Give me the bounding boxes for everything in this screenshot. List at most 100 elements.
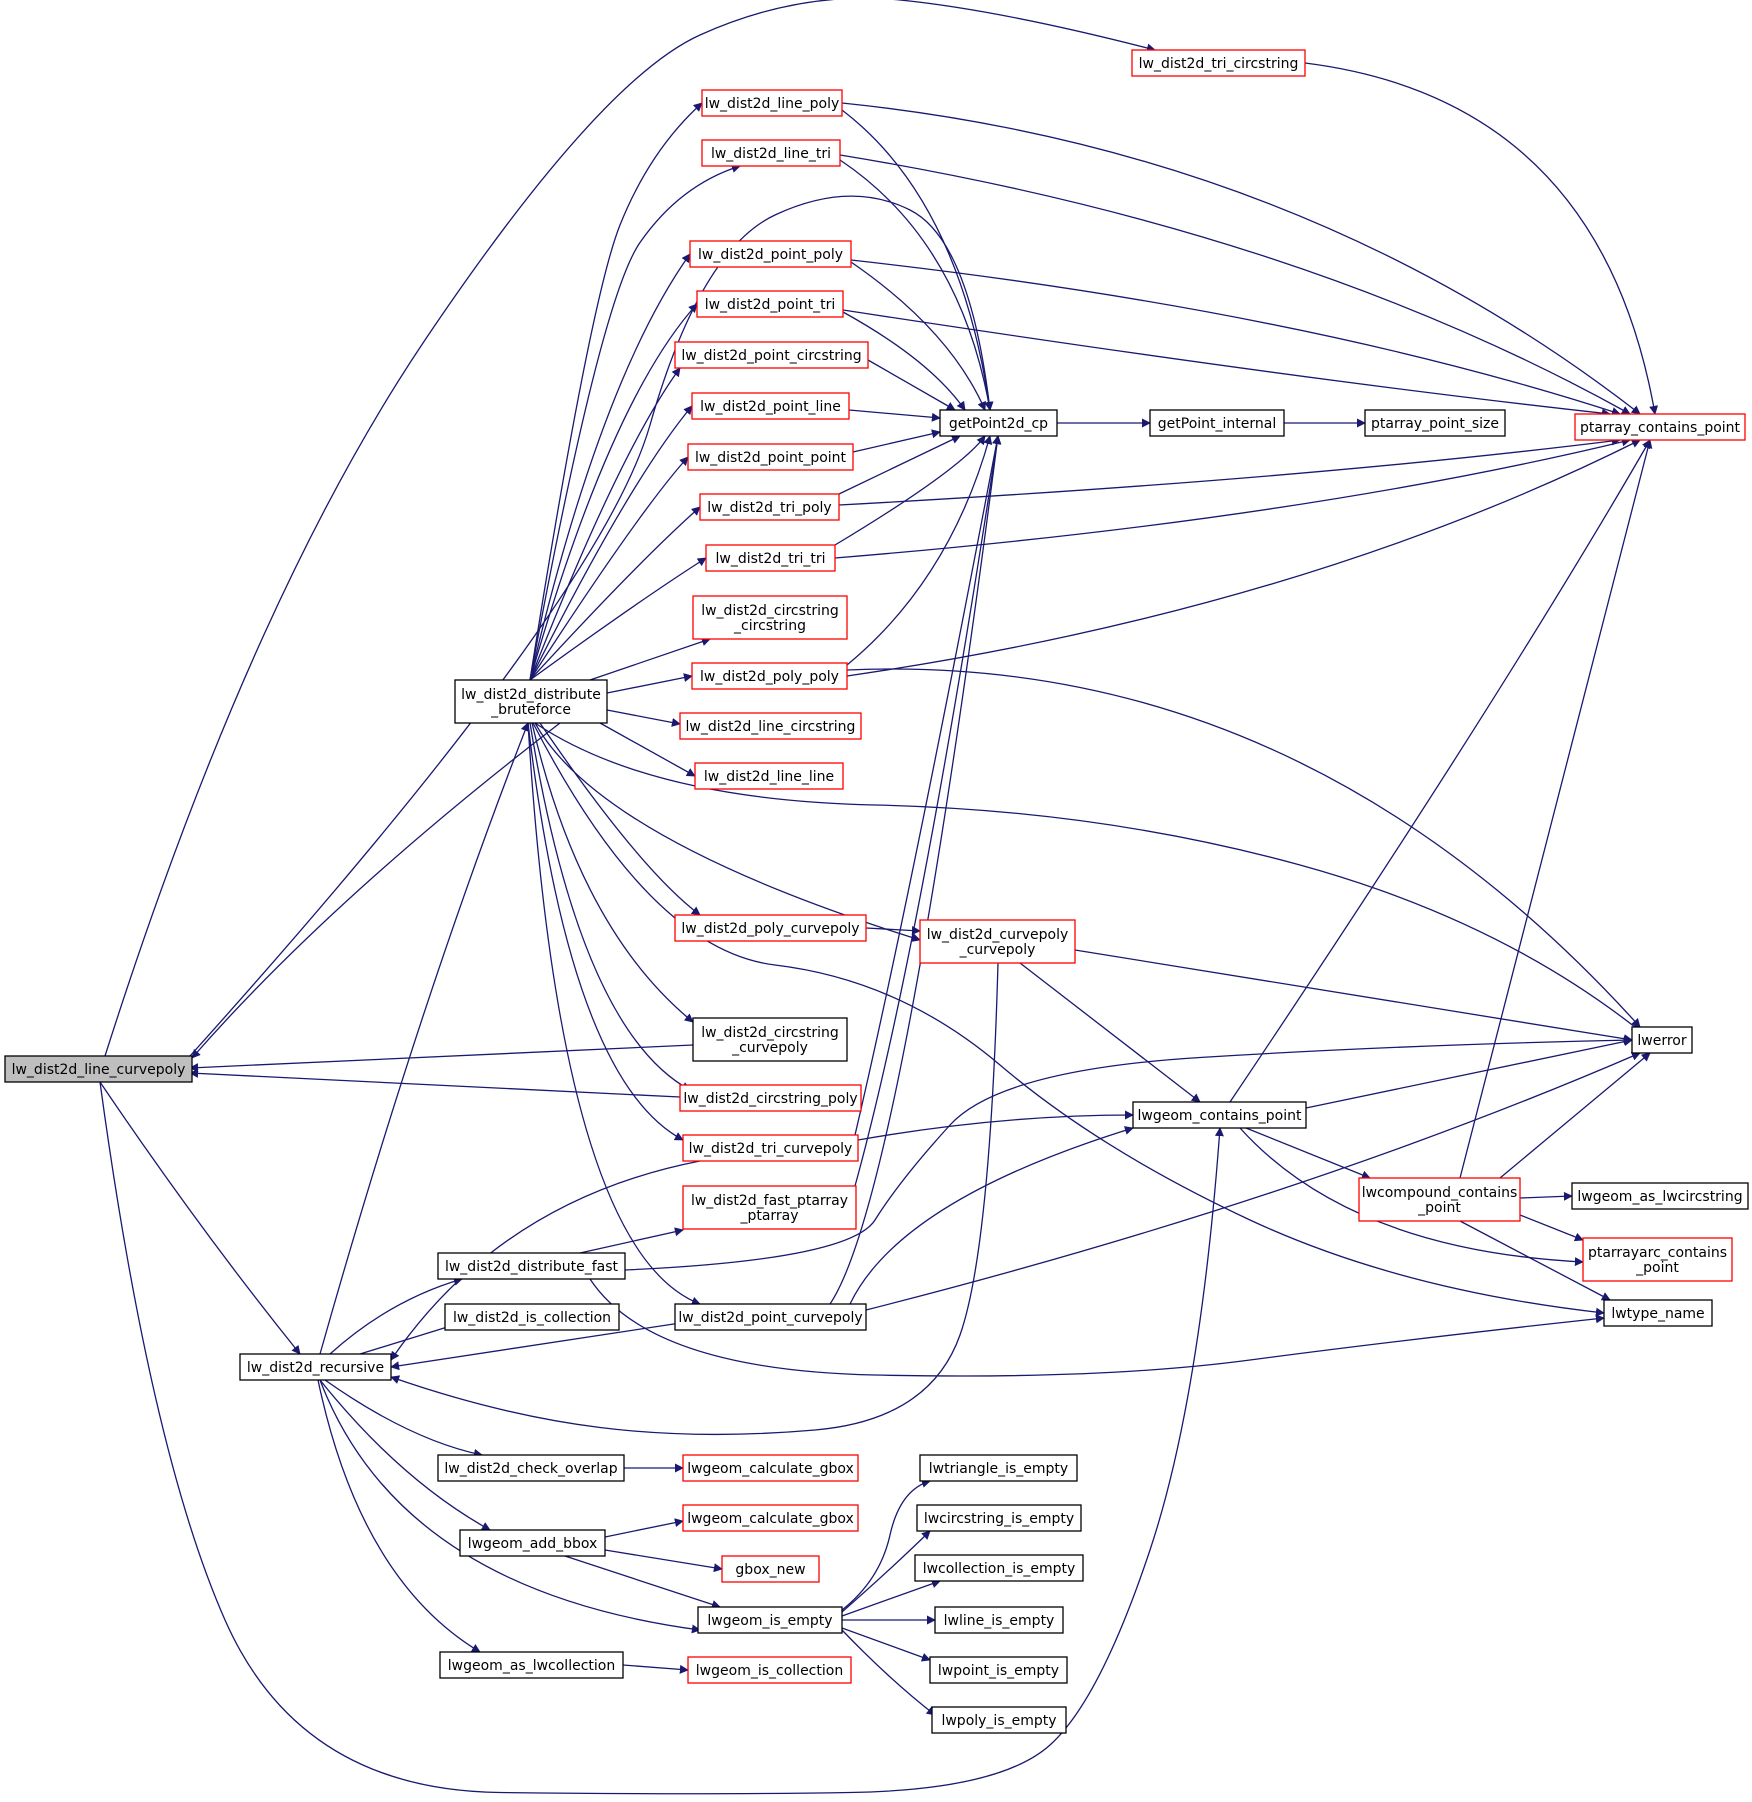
node-as-lwcircstring[interactable]: lwgeom_as_lwcircstring [1571,1182,1749,1210]
edge-distribute_fast-to-fast_ptarray [579,1227,684,1254]
edge-bruteforce-to-point_point [529,456,689,681]
node-box [674,1303,867,1331]
node-lwerror[interactable]: lwerror [1631,1026,1693,1054]
node-lwgeom-is-collection[interactable]: lwgeom_is_collection [687,1656,852,1684]
edge-tri_poly-to-getpoint2d_cp [838,435,961,495]
node-circstring-empty[interactable]: lwcircstring_is_empty [916,1504,1082,1532]
edge-is_empty-to-collection_empty [841,1579,941,1617]
edge-line_tri-to-ptarray_contains_point [839,154,1631,415]
node-line-circstring[interactable]: lw_dist2d_line_circstring [679,712,862,740]
node-label: _ptarray [739,1208,798,1224]
node-circ-poly[interactable]: lw_dist2d_circstring_poly [679,1084,862,1112]
node-poly-curvepoly[interactable]: lw_dist2d_poly_curvepoly [674,914,867,942]
node-label: _curvepoly [731,1040,808,1056]
node-box [1358,1177,1521,1222]
node-tri-tri[interactable]: lw_dist2d_tri_tri [705,544,836,572]
node-label: lw_dist2d_tri_circstring [1139,56,1299,72]
node-poly-empty[interactable]: lwpoly_is_empty [931,1706,1067,1734]
edge-line_poly-to-getpoint2d_cp [841,109,994,411]
node-tri-poly[interactable]: lw_dist2d_tri_poly [699,493,840,521]
node-label: lwgeom_calculate_gbox [687,1511,854,1527]
node-box [692,595,848,640]
node-calc-gbox2[interactable]: lwgeom_calculate_gbox [682,1504,859,1532]
node-label: _bruteforce [490,702,571,718]
node-line-empty[interactable]: lwline_is_empty [934,1606,1064,1634]
edge-bruteforce-to-poly_curvepoly [539,722,701,916]
node-box [931,1706,1067,1734]
node-check-overlap[interactable]: lw_dist2d_check_overlap [437,1454,625,1482]
edge-contains_point-to-ptarray_contains_point [1229,439,1651,1103]
node-triangle-empty[interactable]: lwtriangle_is_empty [919,1454,1078,1482]
node-label: lwerror [1637,1033,1686,1049]
node-box [697,1606,843,1634]
node-point-tri[interactable]: lw_dist2d_point_tri [696,290,844,318]
node-recursive[interactable]: lw_dist2d_recursive [239,1353,392,1381]
node-getpoint2d-cp[interactable]: getPoint2d_cp [939,409,1058,437]
node-label: ptarray_contains_point [1580,420,1741,436]
node-line-poly[interactable]: lw_dist2d_line_poly [701,89,843,117]
edge-tri_tri-to-getpoint2d_cp [834,435,986,546]
node-getpoint-internal[interactable]: getPoint_internal [1149,409,1285,437]
node-label: _point [1417,1200,1461,1216]
node-box [687,443,854,471]
node-add-bbox[interactable]: lwgeom_add_bbox [459,1529,606,1557]
node-box [439,1651,624,1679]
node-point-poly[interactable]: lw_dist2d_point_poly [689,240,852,268]
node-ptarray-point-size[interactable]: ptarray_point_size [1364,409,1506,437]
node-ptarrayarc-contains[interactable]: ptarrayarc_contains_point [1582,1237,1733,1282]
node-box [4,1055,193,1083]
node-calc-gbox1[interactable]: lwgeom_calculate_gbox [682,1454,859,1482]
edge-recursive-to-check_overlap [324,1379,483,1458]
node-circ-circ[interactable]: lw_dist2d_circstring_circstring [692,595,848,640]
node-collection-empty[interactable]: lwcollection_is_empty [914,1554,1084,1582]
node-label: lw_dist2d_poly_poly [700,669,839,685]
node-point-curvepoly[interactable]: lw_dist2d_point_curvepoly [674,1303,867,1331]
node-compound-contains[interactable]: lwcompound_contains_point [1358,1177,1521,1222]
node-box [696,290,844,318]
edge-contains_point-to-compound_contains [1245,1127,1371,1180]
node-lwtype-name[interactable]: lwtype_name [1603,1299,1713,1327]
node-line-tri[interactable]: lw_dist2d_line_tri [701,139,841,167]
node-label: lw_dist2d_tri_curvepoly [689,1141,853,1157]
node-is-collection[interactable]: lw_dist2d_is_collection [444,1303,620,1331]
node-as-lwcollection[interactable]: lwgeom_as_lwcollection [439,1651,624,1679]
node-point-point[interactable]: lw_dist2d_point_point [687,443,854,471]
edge-compound_contains-to-lwtype_name [1459,1220,1611,1301]
node-box [674,341,869,369]
edge-circ_poly-to-curvepoly [189,1068,681,1098]
node-circ-curvepoly[interactable]: lw_dist2d_circstring_curvepoly [692,1017,848,1062]
node-box [674,914,867,942]
node-tri-curvepoly[interactable]: lw_dist2d_tri_curvepoly [682,1134,859,1162]
node-label: lwgeom_is_empty [707,1613,832,1629]
node-gbox-new[interactable]: gbox_new [721,1555,820,1583]
node-contains-point[interactable]: lwgeom_contains_point [1132,1101,1307,1129]
node-curvepoly-curvepoly[interactable]: lw_dist2d_curvepoly_curvepoly [919,919,1076,964]
node-label: lw_dist2d_check_overlap [444,1461,617,1477]
node-tri-circstring[interactable]: lw_dist2d_tri_circstring [1131,49,1306,77]
edge-curvepoly-to-bruteforce [191,722,561,1059]
node-label: lw_dist2d_point_tri [705,297,836,313]
node-fast-ptarray[interactable]: lw_dist2d_fast_ptarray_ptarray [682,1185,857,1230]
node-distribute-fast[interactable]: lw_dist2d_distribute_fast [437,1252,626,1280]
node-point-empty[interactable]: lwpoint_is_empty [929,1656,1068,1684]
node-box [694,762,844,790]
node-is-empty[interactable]: lwgeom_is_empty [697,1606,843,1634]
edge-point_curvepoly-to-lwerror [865,1052,1641,1311]
node-line-line[interactable]: lw_dist2d_line_line [694,762,844,790]
node-box [705,544,836,572]
node-point-circstring[interactable]: lw_dist2d_point_circstring [674,341,869,369]
node-curvepoly[interactable]: lw_dist2d_line_curvepoly [4,1055,193,1083]
node-box [1132,1101,1307,1129]
node-box [682,1185,857,1230]
node-box [682,1504,859,1532]
edge-line_poly-to-ptarray_contains_point [841,102,1641,415]
node-ptarray-contains-point[interactable]: ptarray_contains_point [1574,413,1746,441]
node-poly-poly[interactable]: lw_dist2d_poly_poly [691,662,848,690]
node-label: lwpoint_is_empty [938,1663,1059,1679]
edge-poly_curvepoly-to-curvepoly_curvepoly [865,926,921,936]
edge-is_empty-to-poly_empty [841,1629,936,1716]
node-bruteforce[interactable]: lw_dist2d_distribute_bruteforce [454,679,608,724]
node-point-line[interactable]: lw_dist2d_point_line [691,392,850,420]
node-box [721,1555,820,1583]
node-label: lw_dist2d_line_curvepoly [12,1062,186,1078]
